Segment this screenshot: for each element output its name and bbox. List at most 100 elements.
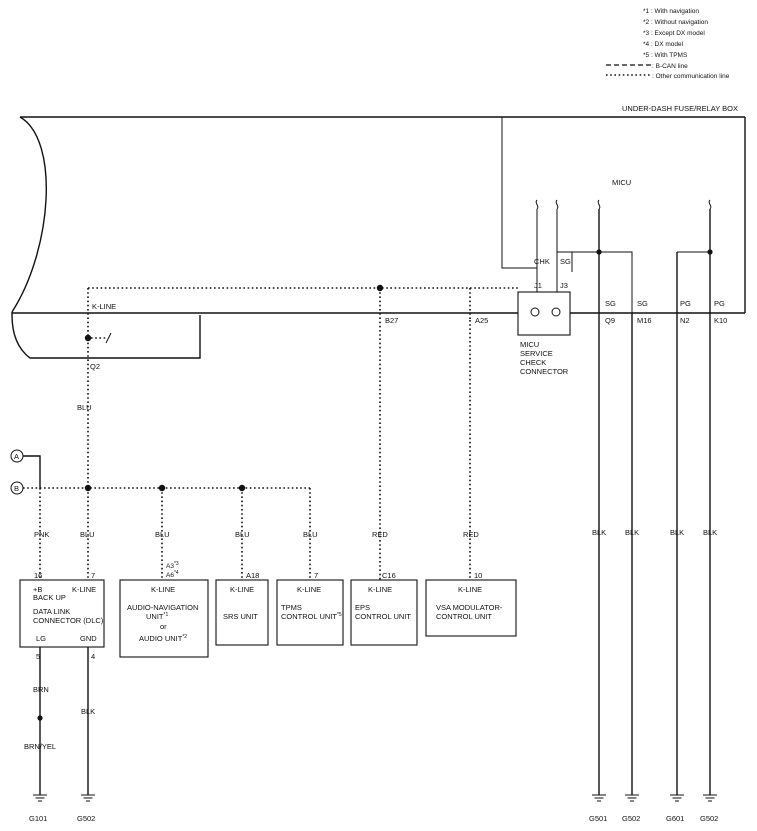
dlc-pin-5: 5 <box>36 652 40 661</box>
wire-blu-main: BLU <box>77 403 92 412</box>
dlc-kline-label: K-LINE <box>72 585 96 594</box>
audio-pin-1: A3*3 <box>166 561 179 570</box>
sg-break-icon <box>555 199 559 210</box>
eps-pin: C16 <box>382 571 396 580</box>
wire-red-eps: RED <box>372 530 388 539</box>
audio-unit: A3*3 A6*4 K-LINE AUDIO-NAVIGATION UNIT*1… <box>119 561 209 658</box>
ground-icon <box>703 794 717 802</box>
tpms-name-1: TPMS <box>281 603 302 612</box>
ground-label-g502-dlc: G502 <box>77 814 95 823</box>
pin-top-n2: PG <box>680 299 691 308</box>
audio-name-2: UNIT*1 <box>146 612 168 621</box>
srs-kline-label: K-LINE <box>230 585 254 594</box>
data-link-connector: 16 7 +B BACK UP K-LINE DATA LINK CONNECT… <box>19 571 105 795</box>
pin-bottom-n2: N2 <box>680 316 690 325</box>
k10-break-icon <box>708 199 712 210</box>
pin-q2: Q2 <box>90 362 100 371</box>
micu-outline <box>501 117 530 269</box>
legend-item-2: *2 : Without navigation <box>643 19 708 26</box>
ground-label-g501: G501 <box>589 814 607 823</box>
eps-kline-label: K-LINE <box>368 585 392 594</box>
tpms-name-2: CONTROL UNIT*5 <box>281 612 342 621</box>
legend-item-3: *3 : Except DX model <box>643 30 705 37</box>
wire-m16-color: BLK <box>625 528 639 537</box>
srs-pin: A18 <box>246 571 259 580</box>
wire-n2-color: BLK <box>670 528 684 537</box>
pin-bottom-m16: M16 <box>637 316 652 325</box>
legend-item-1: *1 : With navigation <box>643 8 699 15</box>
service-connector-box <box>517 291 571 336</box>
connector-a-label: A <box>14 452 19 461</box>
wire-blu-tpms: BLU <box>303 530 318 539</box>
sg-label: SG <box>560 257 571 266</box>
pin-bottom-k10: K10 <box>714 316 727 325</box>
wire-blu-srs: BLU <box>235 530 250 539</box>
ground-label-g502-k10: G502 <box>700 814 718 823</box>
vsa-kline-label: K-LINE <box>458 585 482 594</box>
wire-red-vsa: RED <box>463 530 479 539</box>
wire-blu-dlc: BLU <box>80 530 95 539</box>
wire-brn-yel: BRN/YEL <box>24 742 56 751</box>
dlc-pin-7: 7 <box>91 571 95 580</box>
legend-other-label: : Other communication line <box>652 73 730 80</box>
pin-top-k10: PG <box>714 299 725 308</box>
wire-blk-dlc: BLK <box>81 707 95 716</box>
pin-top-m16: SG <box>637 299 648 308</box>
ground-icon <box>670 794 684 802</box>
ground-icon <box>33 794 47 802</box>
tpms-box <box>276 579 344 646</box>
tpms-pin: 7 <box>314 571 318 580</box>
chk-label: CHK <box>534 257 550 266</box>
fuse-box-title: UNDER-DASH FUSE/RELAY BOX <box>622 104 738 113</box>
legend-bcan-label: : B-CAN line <box>652 63 688 70</box>
dlc-name-2: CONNECTOR (DLC) <box>33 616 104 625</box>
legend-item-5: *5 : With TPMS <box>643 52 688 59</box>
j1-label: J1 <box>534 281 542 290</box>
j1-terminal <box>530 307 540 317</box>
micu-ground-pins: SG Q9 SG M16 PG N2 PG K10 BLK BLK BLK BL… <box>592 199 727 795</box>
service-label-4: CONNECTOR <box>520 367 569 376</box>
j3-terminal <box>551 307 561 317</box>
srs-box <box>215 579 269 646</box>
pin-bottom-q9: Q9 <box>605 316 615 325</box>
micu-service-check-connector: CHK SG J1 J3 MICU SERVICE CHECK CONNECTO… <box>517 199 633 580</box>
micu-label: MICU <box>612 178 631 187</box>
pin-b27: B27 <box>385 316 398 325</box>
ground-label-g101: G101 <box>29 814 47 823</box>
bus-b: B <box>10 481 311 580</box>
splice-brn <box>37 715 43 721</box>
legend: *1 : With navigation *2 : Without naviga… <box>606 8 730 80</box>
ground-label-g601: G601 <box>666 814 684 823</box>
dlc-gnd-label: GND <box>80 634 97 643</box>
audio-or-label: or <box>160 622 167 631</box>
wire-brn: BRN <box>33 685 49 694</box>
pin-top-q9: SG <box>605 299 616 308</box>
ground-icon <box>625 794 639 802</box>
kline-trunk: K-LINE B27 A25 Q2 BLU <box>77 284 520 580</box>
cutaway-upper-edge <box>11 116 47 313</box>
eps-unit: C16 K-LINE EPS CONTROL UNIT <box>350 571 418 646</box>
service-label-1: MICU <box>520 340 539 349</box>
srs-name: SRS UNIT <box>223 612 258 621</box>
wire-blu-audio: BLU <box>155 530 170 539</box>
legend-item-4: *4 : DX model <box>643 41 684 48</box>
wire-k10-color: BLK <box>703 528 717 537</box>
dlc-name-1: DATA LINK <box>33 607 70 616</box>
cutaway-lower-edge <box>11 312 201 359</box>
dlc-backup-label: BACK UP <box>33 593 66 602</box>
vsa-box <box>425 579 517 637</box>
audio-kline-label: K-LINE <box>151 585 175 594</box>
dlc-box <box>19 579 105 648</box>
service-label-3: CHECK <box>520 358 546 367</box>
eps-box <box>350 579 418 646</box>
wire-q9-color: BLK <box>592 528 606 537</box>
dlc-pin-16: 16 <box>34 571 42 580</box>
audio-name-3: AUDIO UNIT*2 <box>139 634 187 643</box>
connector-b-label: B <box>14 484 19 493</box>
k10-splice <box>707 249 713 255</box>
srs-unit: A18 K-LINE SRS UNIT <box>215 571 269 646</box>
chk-break-icon <box>535 199 539 210</box>
kline-label: K-LINE <box>92 302 116 311</box>
ground-icon <box>592 794 606 802</box>
